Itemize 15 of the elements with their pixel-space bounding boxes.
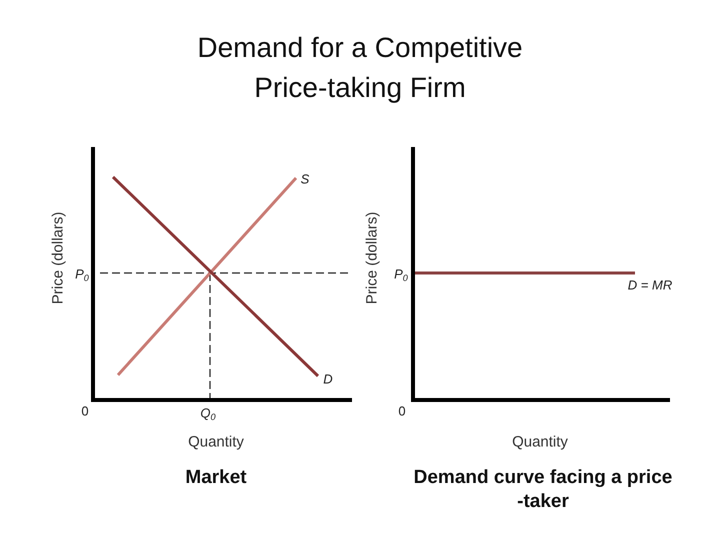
curve-label: S <box>300 172 310 186</box>
panel-caption: Demand curve facing a price -taker <box>412 466 674 514</box>
curve-label: D = MR <box>628 278 672 292</box>
title: Demand for a Competitive Price-taking Firm <box>196 31 524 105</box>
axis-title: Price (dollars) <box>364 212 380 304</box>
axis-tick-label: Q$_{0}$ <box>200 406 216 420</box>
axis-tick-label: 0 <box>398 404 406 418</box>
axis-title: Quantity <box>188 434 244 450</box>
axis-tick-label: P$_{0}$ <box>75 266 89 282</box>
axis-title: Quantity <box>512 434 568 450</box>
curve-label: D <box>323 372 333 386</box>
axis-title: Price (dollars) <box>50 212 66 304</box>
axis-tick-label: 0 <box>81 404 89 418</box>
panel-caption: Market <box>184 466 248 490</box>
axis-tick-label: P$_{0}$ <box>394 266 408 282</box>
